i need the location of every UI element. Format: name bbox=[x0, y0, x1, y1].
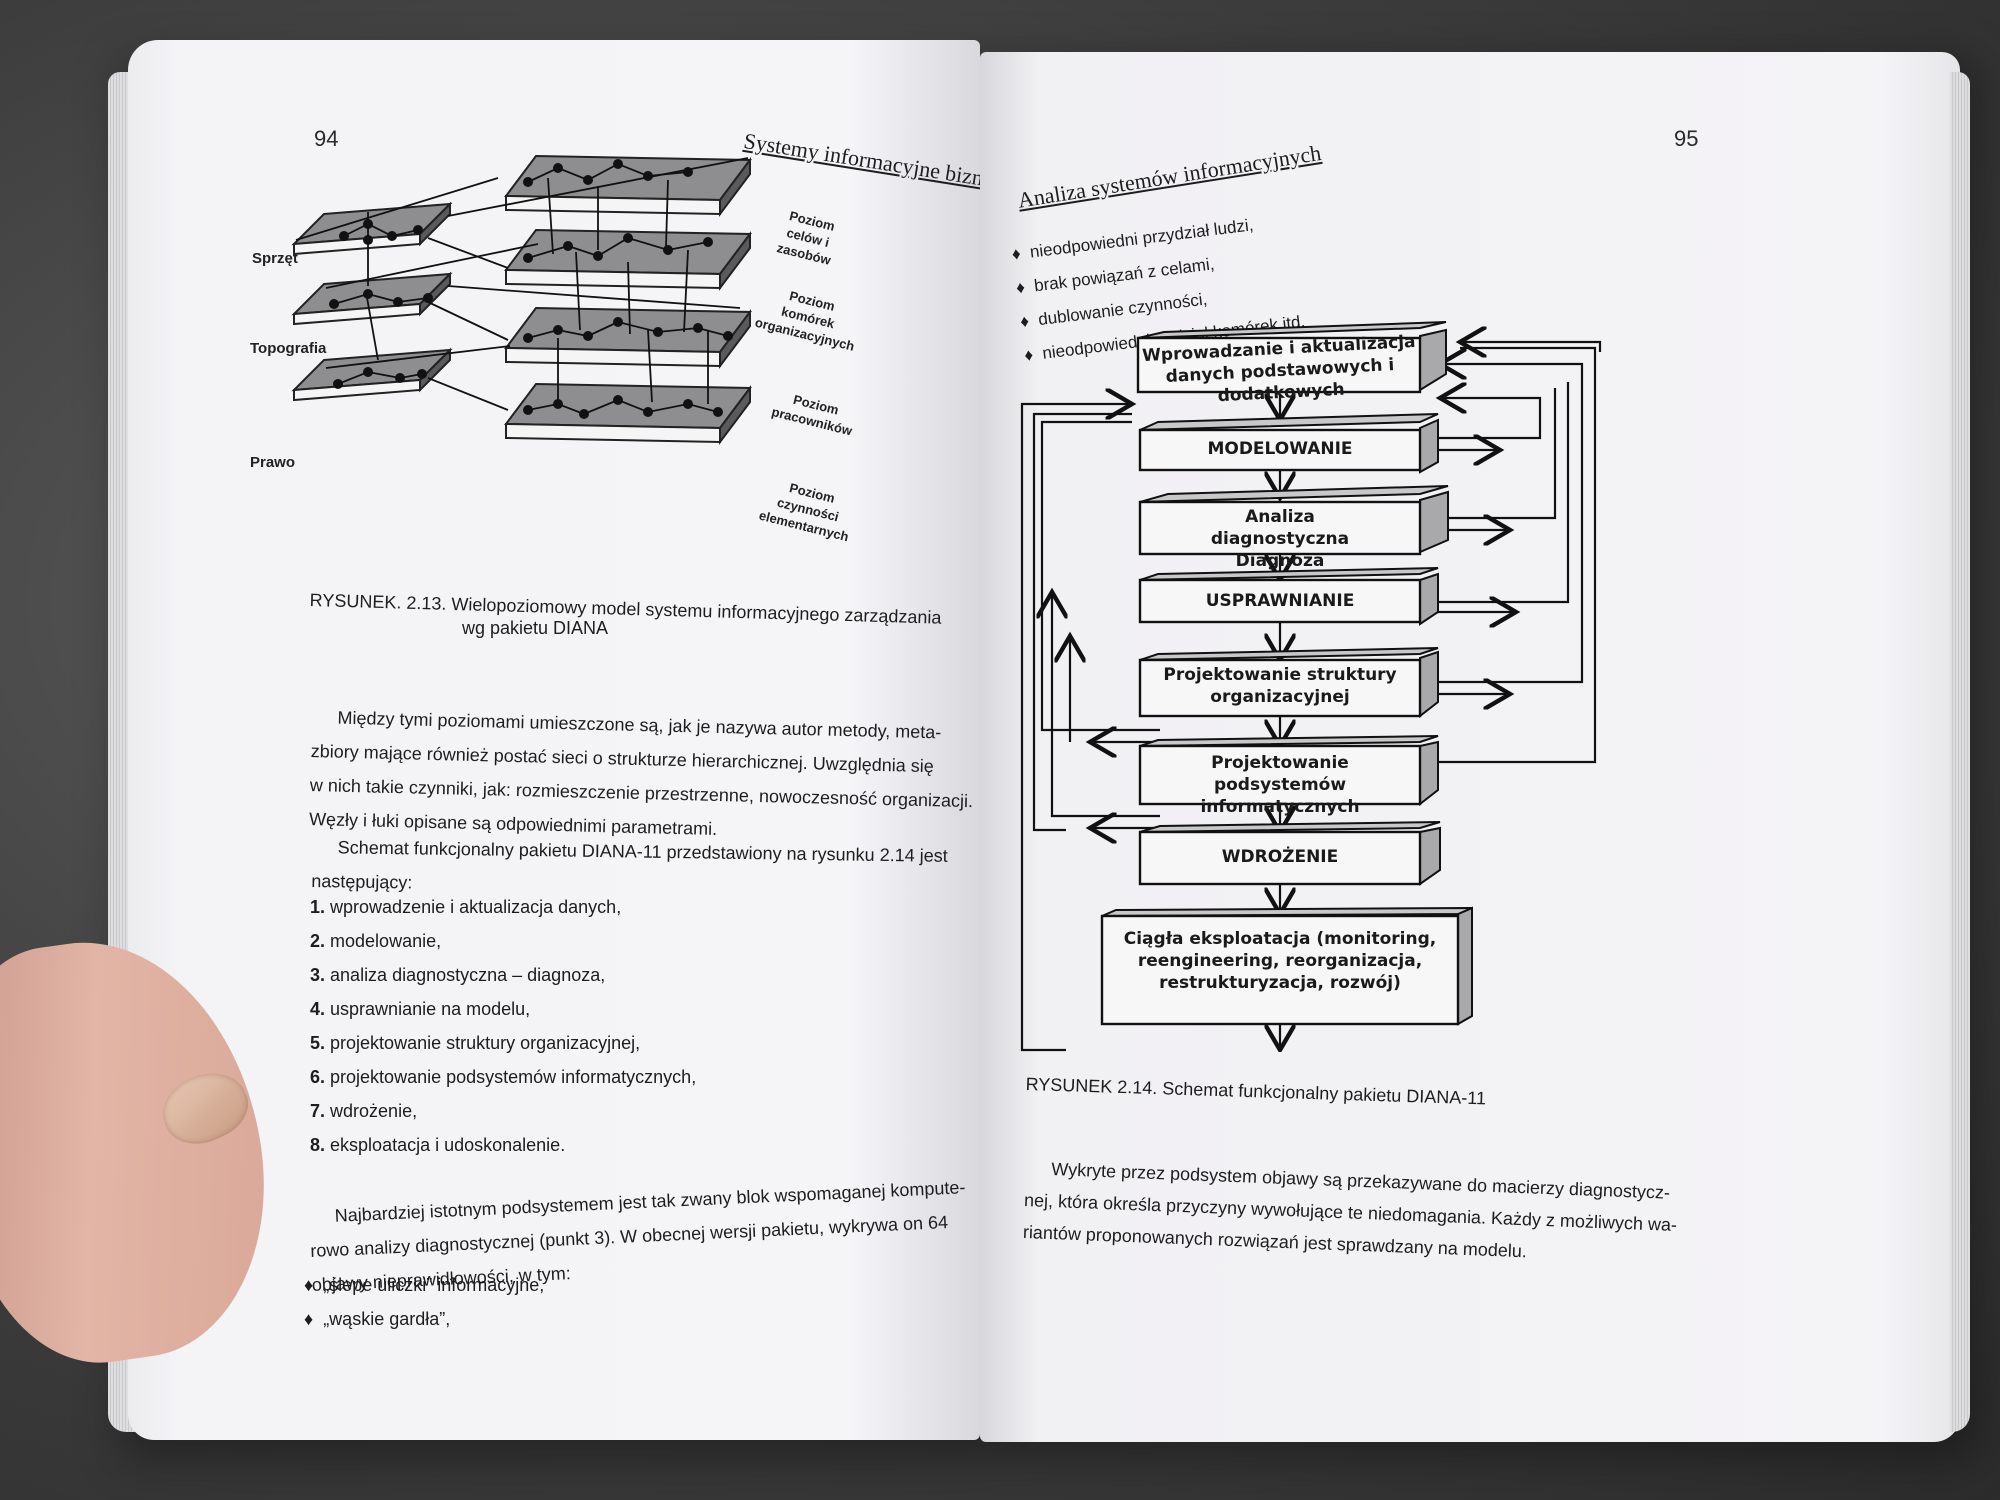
flow-box-text: USPRAWNIANIE bbox=[1205, 591, 1355, 611]
list-item: 2. modelowanie, bbox=[310, 931, 442, 951]
box-wprowadzanie bbox=[1136, 336, 1422, 394]
figure-caption-2-14: RYSUNEK 2.14. Schemat funkcjonalny pakie… bbox=[1025, 1074, 1487, 1109]
flow-box-text: Projektowanie struktury organizacyjnej bbox=[1163, 665, 1397, 707]
list-item: 7. wdrożenie, bbox=[310, 1101, 418, 1121]
box-analiza bbox=[1138, 500, 1422, 556]
plane-cele bbox=[504, 154, 752, 202]
page-number: 94 bbox=[314, 126, 339, 151]
box-eksploatacja bbox=[1100, 914, 1460, 1026]
label-sprzet: Sprzęt bbox=[252, 250, 298, 267]
flow-box-text: WDROŻENIE bbox=[1221, 847, 1339, 867]
numbered-list: 1. wprowadzenie i aktualizacja danych, 2… bbox=[310, 890, 696, 1162]
label-topografia: Topografia bbox=[250, 340, 327, 357]
list-item: 1. wprowadzenie i aktualizacja danych, bbox=[310, 897, 622, 917]
right-page-edges bbox=[1950, 72, 1970, 1432]
flowchart-diana-11 bbox=[1020, 321, 1602, 1052]
figure-caption-2-13: RYSUNEK. 2.13. Wielopoziomowy model syst… bbox=[309, 590, 942, 628]
figure-caption-2-13-cont: wg pakietu DIANA bbox=[462, 618, 609, 638]
bullet-item: ♦ „wąskie gardła”, bbox=[304, 1309, 451, 1329]
multilevel-model-diagram bbox=[291, 154, 752, 445]
left-bullets: ♦ „ślepe uliczki” informacyjne, ♦ „wąski… bbox=[304, 1268, 544, 1336]
flow-box-text: Projektowanie podsystemów informatycznyc… bbox=[1200, 753, 1360, 817]
bullet-item: ♦ „ślepe uliczki” informacyjne, bbox=[304, 1275, 545, 1295]
right-page: 95 Analiza systemów informacyjnych ♦ nie… bbox=[980, 52, 1960, 1442]
list-item: 8. eksploatacja i udoskonalenie. bbox=[310, 1135, 566, 1155]
box-projektowanie-podsystemow bbox=[1138, 744, 1422, 806]
page-number: 95 bbox=[1674, 126, 1699, 151]
box-modelowanie bbox=[1138, 428, 1422, 472]
list-item: 4. usprawnianie na modelu, bbox=[310, 999, 531, 1019]
paragraph-right: Wykryte przez podsystem objawy są przeka… bbox=[1022, 1158, 1678, 1262]
flow-box-text: Analiza diagnostyczna Diagnoza bbox=[1210, 507, 1350, 571]
list-item: 3. analiza diagnostyczna – diagnoza, bbox=[310, 965, 606, 985]
list-item: 6. projektowanie podsystemów informatycz… bbox=[310, 1067, 697, 1087]
list-item: 5. projektowanie struktury organizacyjne… bbox=[310, 1033, 641, 1053]
label-prawo: Prawo bbox=[250, 454, 296, 471]
box-usprawnianie bbox=[1138, 578, 1422, 624]
box-wdrozenie bbox=[1138, 830, 1422, 886]
flow-box-text: MODELOWANIE bbox=[1207, 439, 1353, 459]
plane-czynnosci bbox=[504, 382, 752, 430]
plane-pracownicy bbox=[504, 306, 752, 354]
box-projektowanie-struktury bbox=[1138, 658, 1422, 718]
paragraph-1: Między tymi poziomami umieszczone są, ja… bbox=[308, 707, 974, 839]
left-page: 94 Systemy informacyjne biznes bbox=[128, 40, 980, 1440]
flow-box-text: Ciągła eksploatacja (monitoring, reengin… bbox=[1123, 929, 1437, 993]
